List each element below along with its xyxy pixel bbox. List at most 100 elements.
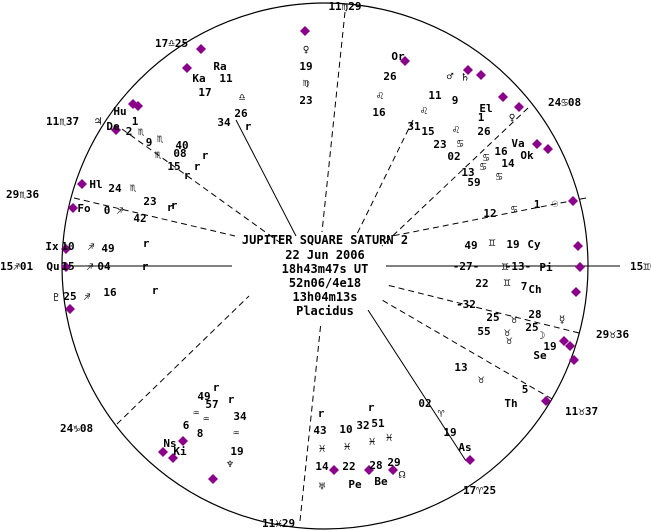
chart-label: r [184, 169, 191, 182]
house-cusp-line [321, 11, 346, 233]
chart-label: Cy [527, 238, 541, 251]
chart-title: JUPITER SQUARE SATURN 2 [242, 233, 408, 247]
house-cusp-line [116, 295, 250, 425]
house-cusp-label: 11♉︎37 [565, 405, 598, 418]
chart-label: 11 [219, 72, 233, 85]
chart-label: r [213, 381, 220, 394]
chart-label: ♅ [319, 480, 326, 493]
chart-label: ☽ [539, 329, 546, 342]
chart-label: ♉︎ [511, 313, 518, 326]
chart-label: ♐︎ [84, 290, 91, 303]
planet-marker [77, 179, 87, 189]
planet-marker [300, 26, 310, 36]
chart-label: ♇ [53, 291, 60, 304]
planet-marker [364, 465, 374, 475]
house-cusp-line [235, 119, 297, 237]
chart-label: 1 [534, 198, 541, 211]
chart-label: Ok [520, 149, 534, 162]
chart-label: 10 [61, 240, 74, 253]
planet-marker [68, 203, 78, 213]
chart-label: 22 [342, 460, 355, 473]
house-cusp-line [73, 197, 236, 237]
chart-label: 14 [501, 157, 515, 170]
chart-label: ♋︎ [511, 203, 518, 216]
chart-label: ♀ [303, 43, 310, 56]
chart-info-line: Placidus [296, 304, 354, 318]
chart-label: r [318, 407, 325, 420]
chart-info-line: 22 Jun 2006 [285, 248, 364, 262]
planet-marker [61, 262, 71, 272]
chart-label: ♓︎ [344, 440, 351, 453]
chart-label: ♆ [227, 458, 234, 471]
planet-marker [476, 70, 486, 80]
chart-label: ♏︎ [157, 132, 164, 145]
planet-marker [465, 455, 475, 465]
chart-label: 49 [197, 390, 210, 403]
planet-marker [61, 244, 71, 254]
chart-info-line: 52n06/4e18 [289, 276, 361, 290]
chart-label: 29 [387, 456, 400, 469]
house-cusp-label: 15♐︎01 [0, 260, 33, 273]
chart-label: ♌︎ [453, 123, 460, 136]
chart-label: 9 [146, 136, 153, 149]
chart-label: r [228, 393, 235, 406]
chart-label: 23 [433, 138, 446, 151]
house-cusp-line [299, 321, 322, 522]
chart-label: ♃ [95, 115, 102, 128]
chart-label: Be [374, 475, 388, 488]
planet-marker [208, 474, 218, 484]
chart-label: 10 [339, 423, 352, 436]
chart-label: ♊︎ [489, 236, 496, 249]
chart-label: ♏︎ [130, 181, 137, 194]
chart-label: ☉ [552, 197, 559, 210]
chart-label: r [152, 284, 159, 297]
chart-label: 7 [521, 280, 528, 293]
chart-label: ☊ [399, 468, 406, 481]
chart-label: ♉︎ [506, 334, 513, 347]
chart-label: -32 [456, 298, 476, 311]
chart-label: Or [391, 50, 405, 63]
chart-label: ♏︎ [155, 148, 162, 161]
chart-label: 23 [143, 195, 156, 208]
chart-label: ♌︎ [421, 104, 428, 117]
house-cusp-line [355, 119, 414, 237]
house-cusp-label: 11♍29 [328, 0, 361, 13]
chart-label: 19 [230, 445, 243, 458]
chart-label: -13- [505, 260, 532, 273]
chart-label: Ki [173, 445, 187, 458]
chart-label: ♋︎ [480, 160, 487, 173]
house-cusp-label: 24♑︎08 [60, 422, 93, 435]
chart-label: Ch [528, 283, 541, 296]
planet-marker [559, 336, 569, 346]
house-cusp-line [367, 309, 467, 462]
chart-label: De [106, 120, 120, 133]
planet-marker [65, 304, 75, 314]
chart-label: 15 [61, 260, 74, 273]
planet-marker [400, 56, 410, 66]
chart-label: El [479, 102, 492, 115]
chart-label: 6 [183, 419, 190, 432]
chart-label: 2 [126, 125, 133, 138]
chart-label: ♐︎ [88, 240, 95, 253]
chart-label: ♋︎ [496, 170, 503, 183]
chart-label: 13 [461, 166, 474, 179]
chart-label: 13 [454, 361, 467, 374]
wheel-lines [61, 2, 620, 530]
chart-label: 5 [522, 383, 529, 396]
chart-label: 26 [477, 125, 491, 138]
chart-label: 16 [372, 106, 386, 119]
chart-label: Ka [192, 72, 205, 85]
chart-label: 28 [528, 308, 541, 321]
chart-label: Fo [77, 202, 91, 215]
planet-marker [571, 287, 581, 297]
planet-marker [111, 125, 121, 135]
planet-marker [158, 447, 168, 457]
house-cusp-line [386, 284, 580, 334]
chart-label: 59 [467, 176, 480, 189]
chart-label: As [458, 441, 471, 454]
chart-label: 04 [97, 260, 111, 273]
chart-label: ♂ [447, 70, 454, 83]
chart-label: 08 [173, 147, 186, 160]
chart-label: r [245, 120, 252, 133]
chart-label: ♍︎ [303, 76, 310, 89]
